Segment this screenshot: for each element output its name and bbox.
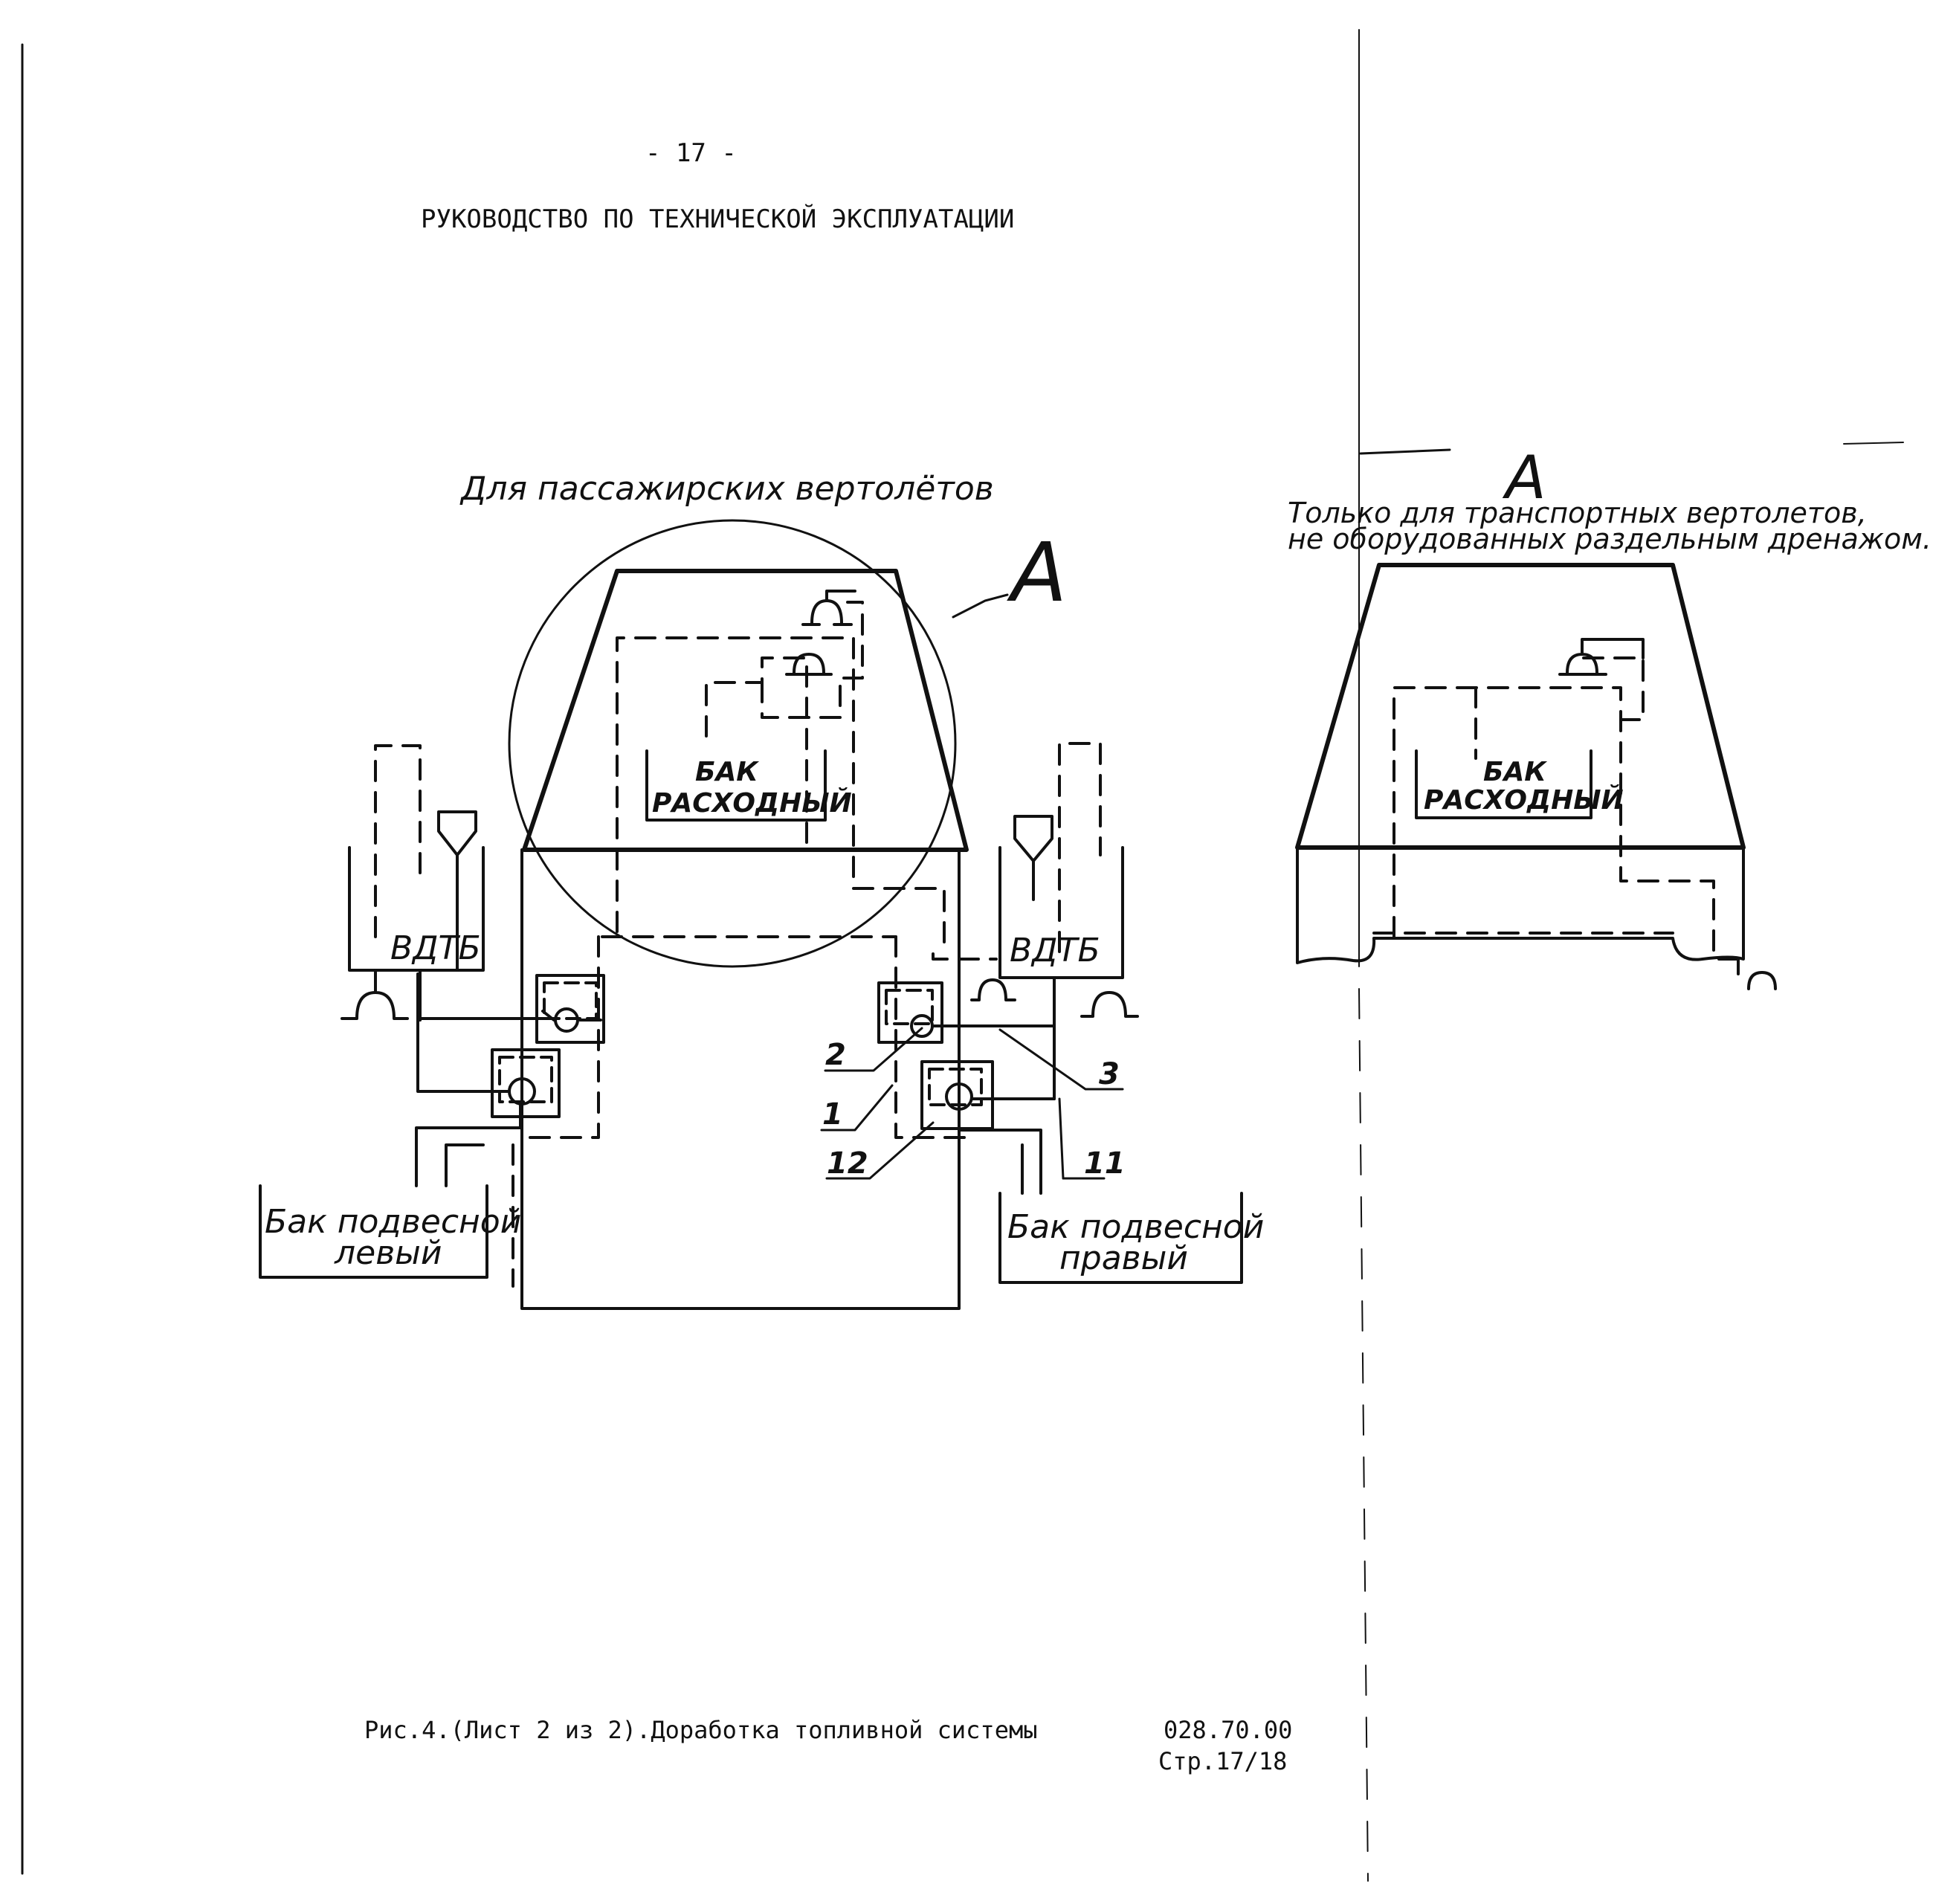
- tank-right-label-line2: правый: [1059, 1239, 1188, 1277]
- detail-tank-outline: [1295, 563, 1746, 850]
- callout-3: 3: [1099, 1057, 1120, 1091]
- tank-right-label-line1: Бак подвесной: [1007, 1208, 1264, 1246]
- vdtb-left-label: ВДТБ: [390, 929, 481, 967]
- main-diagram: Для пассажирских вертолётов А БАК РАСХОД…: [259, 470, 1264, 1310]
- detail-a: А Только для транспортных вертолетов, не…: [1288, 443, 1932, 990]
- detail-a-letter: А: [1502, 443, 1546, 512]
- vent-right: [1080, 991, 1139, 1018]
- tank-left-label-line2: левый: [334, 1234, 442, 1272]
- callout-leader: [952, 593, 1009, 619]
- consumable-tank-label-line1: БАК: [695, 757, 759, 787]
- fuselage-body: [520, 848, 961, 1310]
- detail-tank-label-line1: БАК: [1483, 757, 1547, 787]
- manual-title: РУКОВОДСТВО ПО ТЕХНИЧЕСКОЙ ЭКСПЛУАТАЦИИ: [421, 204, 1015, 234]
- callout-leaders: [820, 1027, 1124, 1180]
- tank-right-outline: [998, 1192, 1243, 1284]
- vent-right-inner: [970, 978, 1016, 1001]
- detail-label-frame: [1415, 749, 1592, 819]
- detail-vent-upper: [1558, 638, 1645, 676]
- callout-1: 1: [822, 1097, 843, 1132]
- consumable-tank-label-line2: РАСХОДНЫЙ: [652, 787, 852, 819]
- document-code: 028.70.00: [1164, 1716, 1293, 1744]
- vdtb-right-label: ВДТБ: [1010, 932, 1100, 969]
- callout-2: 2: [825, 1038, 846, 1072]
- detail-a-note-line2: не оборудованных раздельным дренажом.: [1288, 523, 1932, 555]
- detail-a-note-line1: Только для транспортных вертолетов,: [1288, 497, 1867, 529]
- vent-left: [341, 969, 409, 1020]
- detail-tank-label-line2: РАСХОДНЫЙ: [1424, 784, 1624, 816]
- callout-12: 12: [827, 1146, 868, 1181]
- page-number: - 17 -: [645, 138, 737, 168]
- vdtb-left-dash: [374, 744, 422, 938]
- scan-edges: [21, 29, 1904, 1882]
- vdtb-right-funnel: [1013, 815, 1053, 901]
- main-diagram-heading: Для пассажирских вертолётов: [459, 470, 994, 508]
- callout-11: 11: [1084, 1146, 1126, 1181]
- vent-cap-upper: [801, 590, 856, 626]
- consumable-tank-outline: [522, 569, 969, 852]
- drainage-lines: [519, 601, 998, 1139]
- vdtb-right-dash: [1058, 742, 1102, 953]
- detail-circle: [508, 519, 957, 968]
- vent-cap-lower: [785, 653, 833, 676]
- tank-left-outline: [259, 1184, 488, 1279]
- right-valves: [877, 976, 1056, 1195]
- vdtb-left-funnel: [437, 810, 477, 972]
- page-reference: Стр.17/18: [1158, 1747, 1288, 1775]
- detail-fuselage-cut: [1296, 846, 1745, 964]
- figure-caption: Рис.4.(Лист 2 из 2).Доработка топливной …: [364, 1716, 1038, 1744]
- left-valves: [415, 969, 605, 1288]
- tank-left-label-line1: Бак подвесной: [265, 1203, 521, 1241]
- consumable-tank-label-frame: [645, 749, 827, 822]
- vdtb-right-tank: [998, 846, 1124, 979]
- vdtb-left-tank: [348, 846, 485, 972]
- detail-vent-lower: [1717, 958, 1777, 990]
- callout-letter-a: А: [1007, 525, 1067, 620]
- detail-drainage-lines: [1372, 656, 1715, 957]
